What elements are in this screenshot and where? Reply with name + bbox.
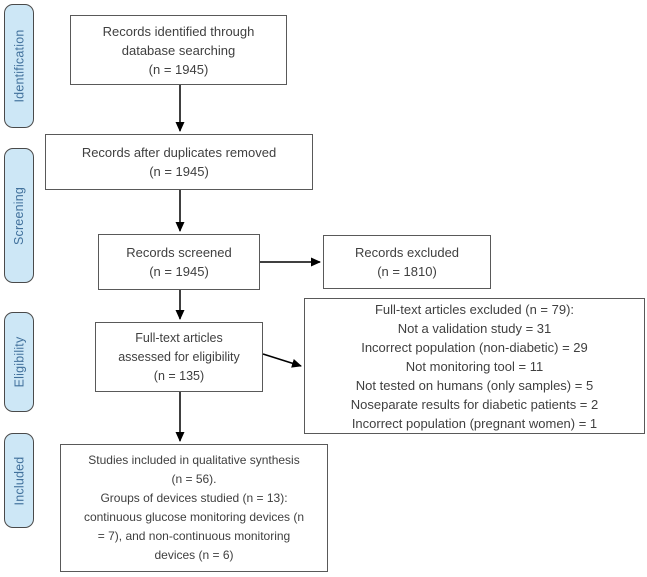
box-fulltext-assessed: Full-text articles assessed for eligibil… (95, 322, 263, 392)
stage-included: Included (4, 433, 34, 528)
box-fulltext-excluded: Full-text articles excluded (n = 79): No… (304, 298, 645, 434)
box-records-excluded: Records excluded (n = 1810) (323, 235, 491, 289)
stage-identification: Identification (4, 4, 34, 128)
stage-eligibility: Eligibility (4, 312, 34, 412)
box-qualitative-synthesis: Studies included in qualitative synthesi… (60, 444, 328, 572)
arrow-fulltext-to-fulltext-excluded (262, 353, 302, 368)
stage-screening: Screening (4, 148, 34, 283)
box-records-screened: Records screened (n = 1945) (98, 234, 260, 290)
box-records-identified: Records identified through database sear… (70, 15, 287, 85)
box-duplicates-removed: Records after duplicates removed (n = 19… (45, 134, 313, 190)
